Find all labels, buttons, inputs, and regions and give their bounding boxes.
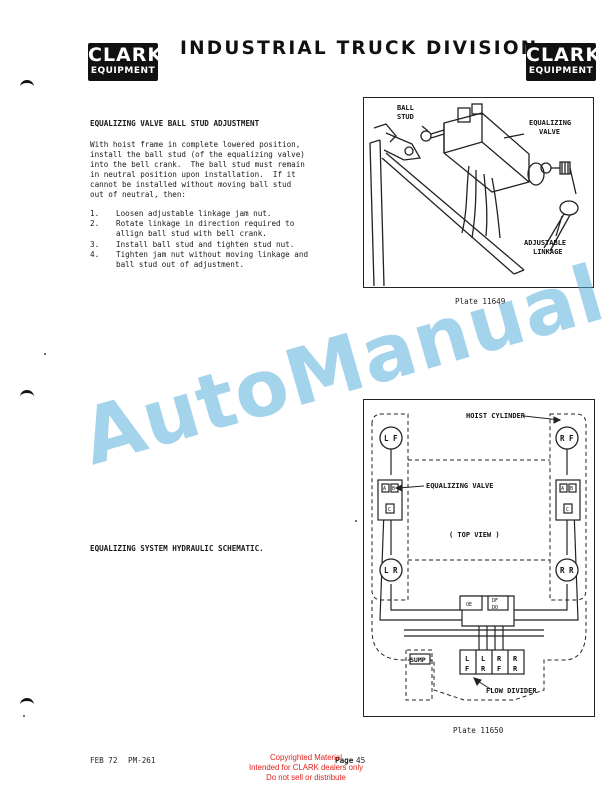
label-rr: R R [560, 566, 574, 575]
ball-stud-drawing: BALL STUD EQUALIZING VALVE ADJUSTABLE LI… [369, 103, 579, 287]
label-adjustable-linkage-1: ADJUSTABLE [524, 239, 566, 247]
copyright-line: Copyrighted Material [270, 753, 342, 762]
binder-hole-mark [20, 698, 34, 709]
logo-subtitle: EQUIPMENT [90, 66, 156, 76]
label-ball-stud-2: STUD [397, 113, 414, 121]
valve-port-a: A [561, 486, 564, 492]
intro-line: install the ball stud (of the equalizing… [90, 150, 305, 159]
center-valve-label: DF [492, 598, 498, 604]
copyright-notice: Copyrighted Material Intended for CLARK … [236, 753, 376, 783]
divider-port-bottom: R [513, 665, 518, 673]
label-ball-stud-1: BALL [397, 104, 414, 112]
step-number: 2. [90, 219, 100, 228]
label-flow-divider: FLOW DIVIDER [486, 687, 537, 695]
label-equalizing-valve-1: EQUALIZING [529, 119, 571, 127]
flow-divider [459, 649, 525, 675]
valve-port-c: C [566, 507, 569, 513]
label-lf: L F [384, 434, 398, 443]
copyright-line: Intended for CLARK dealers only [249, 763, 363, 772]
label-sump: SUMP [410, 656, 426, 664]
page-title: INDUSTRIAL TRUCK DIVISION [180, 38, 539, 59]
logo-wordmark: CLARK [526, 44, 602, 66]
schematic-drawing: HOIST CYLINDER EQUALIZING VALVE ( TOP VI… [371, 412, 587, 701]
label-rf: R F [560, 434, 574, 443]
intro-line: cannot be installed without moving ball … [90, 180, 292, 189]
plate-number: Plate 11649 [455, 297, 506, 306]
label-top-view: ( TOP VIEW ) [449, 531, 500, 539]
divider-port-top: R [513, 655, 518, 663]
center-valve-label: OE [466, 602, 472, 608]
valve-port-b: B [392, 486, 395, 492]
divider-port-top: R [497, 655, 502, 663]
step-text: Rotate linkage in direction required to … [116, 219, 295, 239]
footer-page-number: 45 [356, 756, 366, 765]
cylinder-left-front [379, 426, 403, 450]
divider-port-bottom: F [465, 665, 469, 673]
section-heading-ball-stud: EQUALIZING VALVE BALL STUD ADJUSTMENT [90, 119, 260, 128]
step-number: 3. [90, 240, 100, 249]
footer-date: FEB 72 [90, 756, 118, 765]
logo-subtitle: EQUIPMENT [528, 66, 594, 76]
cylinder-right-front [555, 426, 579, 450]
binder-hole-mark [20, 80, 34, 91]
valve-port-b: B [570, 486, 573, 492]
label-equalizing-valve: EQUALIZING VALVE [426, 482, 493, 490]
clark-logo-left: CLARK EQUIPMENT [88, 43, 164, 81]
label-hoist-cylinder: HOIST CYLINDER [466, 412, 526, 420]
speck [355, 520, 357, 522]
section-heading-schematic: EQUALIZING SYSTEM HYDRAULIC SCHEMATIC. [90, 544, 264, 553]
intro-line: in neutral position upon installation. I… [90, 170, 296, 179]
step-text: Install ball stud and tighten stud nut. [116, 240, 295, 249]
divider-port-top: L [465, 655, 469, 663]
label-adjustable-linkage-2: LINKAGE [533, 248, 563, 256]
divider-port-top: L [481, 655, 485, 663]
step-text: Loosen adjustable linkage jam nut. [116, 209, 272, 218]
footer-manual-number: PM-261 [128, 756, 156, 765]
binder-hole-mark [20, 390, 34, 401]
intro-line: With hoist frame in complete lowered pos… [90, 140, 301, 149]
center-valve-label: DO [492, 605, 498, 611]
speck [44, 353, 46, 355]
copyright-line: Do not sell or distribute [266, 773, 346, 782]
intro-line: into the bell crank. The ball stud must … [90, 160, 305, 169]
sump [409, 653, 431, 665]
label-lr: L R [384, 566, 398, 575]
valve-port-a: A [383, 486, 386, 492]
valve-port-c: C [388, 507, 391, 513]
speck [23, 715, 25, 717]
divider-port-bottom: R [481, 665, 486, 673]
clark-logo-right: CLARK EQUIPMENT [526, 43, 602, 81]
divider-port-bottom: F [497, 665, 501, 673]
intro-line: out of neutral, then: [90, 190, 187, 199]
footer-page-label: Page [335, 756, 354, 765]
step-number: 1. [90, 209, 100, 218]
equalizing-valve-illustration: BALL STUD EQUALIZING VALVE ADJUSTABLE LI… [363, 97, 594, 288]
step-text: Tighten jam nut without moving linkage a… [116, 250, 309, 270]
cylinder-right-rear [555, 558, 579, 582]
cylinder-left-rear [379, 558, 403, 582]
logo-wordmark: CLARK [88, 44, 164, 66]
label-equalizing-valve-2: VALVE [539, 128, 560, 136]
hydraulic-schematic: HOIST CYLINDER EQUALIZING VALVE ( TOP VI… [363, 399, 595, 717]
step-number: 4. [90, 250, 100, 259]
plate-number: Plate 11650 [453, 726, 504, 735]
